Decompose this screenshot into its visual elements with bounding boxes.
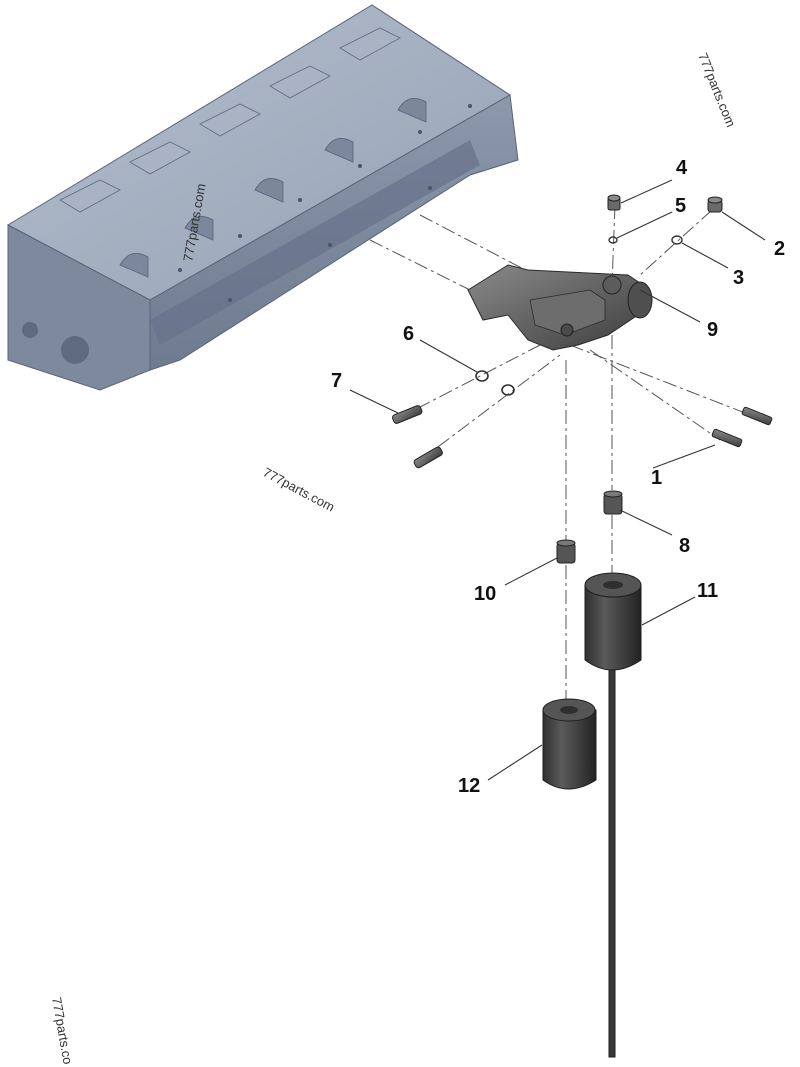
adapter-part-10: [556, 539, 576, 564]
fitting-part-7a: [391, 405, 423, 424]
callout-5: 5: [675, 195, 686, 217]
bolt-part-1b: [711, 428, 743, 448]
filter-part-11: [584, 572, 642, 1058]
callout-labels: 1 2 3 4 5 6 7 8 9 10 11 12: [331, 157, 785, 797]
engine-block: [6, 4, 519, 391]
callout-11: 11: [697, 580, 718, 602]
callout-4: 4: [676, 157, 688, 179]
callout-9: 9: [707, 319, 718, 341]
o-ring-part-3: [671, 235, 683, 245]
callout-12: 12: [458, 775, 480, 797]
o-ring-part-6b: [501, 384, 515, 396]
callout-6: 6: [403, 323, 414, 345]
leader-lines: [349, 179, 766, 781]
filter-part-12: [542, 698, 597, 790]
callout-1: 1: [651, 467, 662, 489]
o-ring-part-5: [608, 236, 618, 244]
filter-mounting-bracket: [467, 264, 653, 351]
watermark-bottom-left: 777parts.co: [49, 996, 76, 1066]
plug-part-4: [607, 194, 621, 211]
watermark-top-right: 777parts.com: [695, 51, 738, 130]
callout-2: 2: [774, 238, 785, 260]
bolt-part-1a: [741, 406, 773, 426]
watermark-middle: 777parts.com: [261, 464, 338, 514]
fitting-part-7b: [413, 446, 443, 469]
o-ring-part-6a: [475, 370, 489, 382]
assembly-lines: [369, 204, 759, 700]
plug-part-2: [707, 196, 723, 213]
callout-7: 7: [331, 370, 342, 392]
callout-10: 10: [474, 583, 496, 605]
adapter-part-8: [603, 490, 623, 515]
callout-8: 8: [679, 535, 690, 557]
callout-3: 3: [733, 267, 744, 289]
